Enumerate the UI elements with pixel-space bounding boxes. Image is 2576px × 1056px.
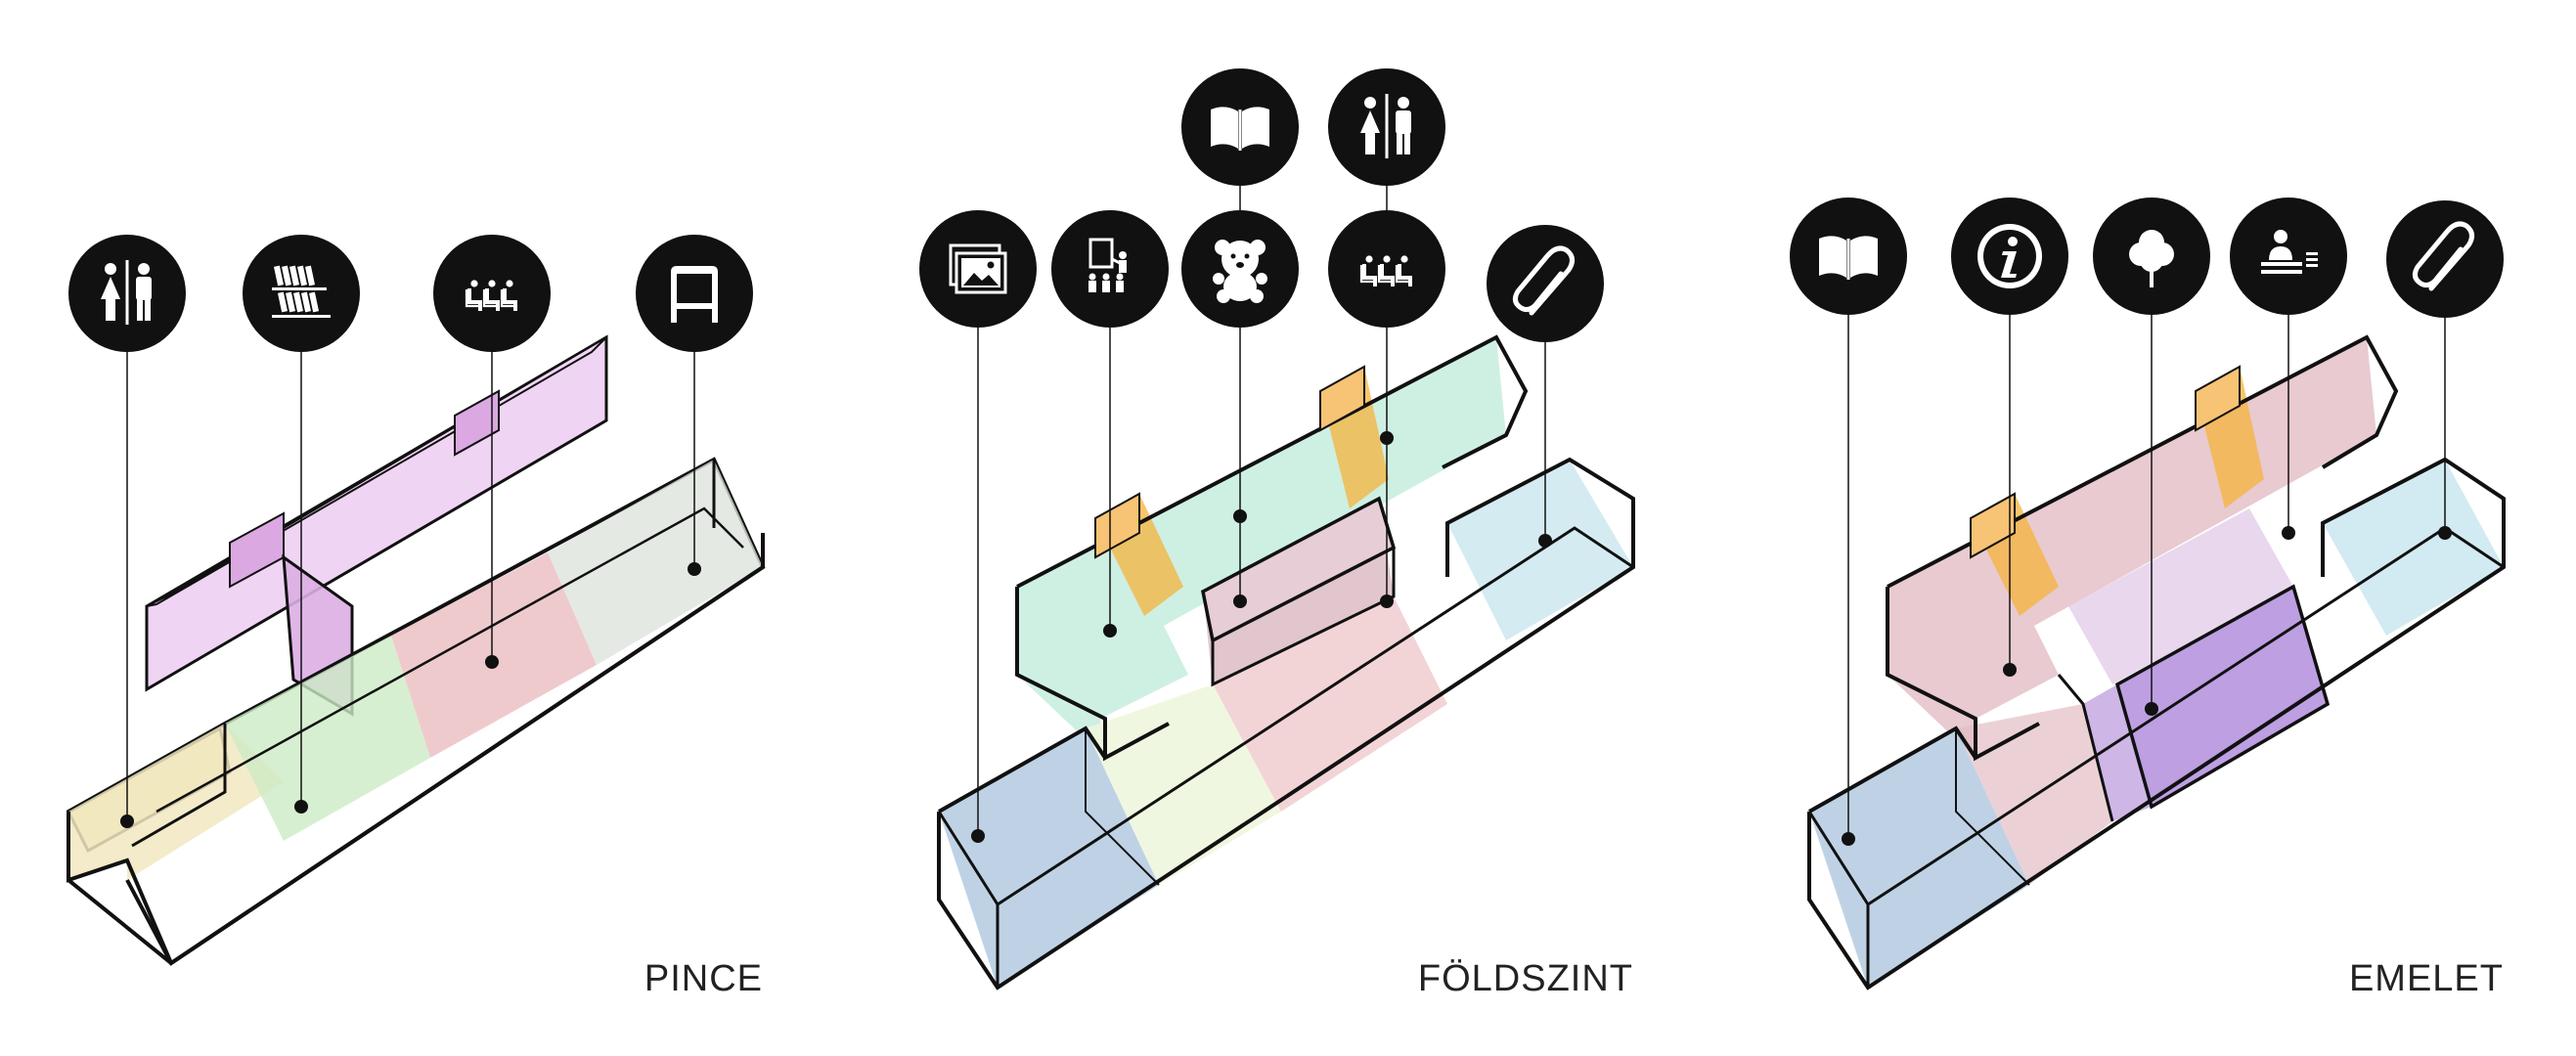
reception-desk-icon	[2230, 198, 2347, 315]
presentation-icon	[1051, 210, 1169, 328]
waiting-seats-icon	[1328, 210, 1445, 328]
level-label-pince: PINCE	[644, 958, 763, 999]
pince-main-block	[67, 457, 766, 966]
gallery-image-icon	[919, 210, 1037, 328]
open-book-icon	[1181, 68, 1299, 186]
pince-icons	[68, 235, 753, 352]
level-pince: PINCE	[67, 235, 766, 999]
pince-dots	[120, 562, 701, 828]
tree-icon	[2093, 198, 2210, 315]
foldszint-block	[937, 334, 1635, 990]
paperclip-icon	[2386, 200, 2504, 318]
waiting-seats-icon	[433, 235, 551, 352]
paperclip-icon	[1487, 225, 1604, 342]
teddy-bear-icon	[1181, 210, 1299, 328]
open-book-icon	[1790, 198, 1907, 315]
toilet-icon	[68, 235, 186, 352]
level-foldszint: FÖLDSZINT	[919, 68, 1635, 999]
emelet-icons	[1790, 198, 2504, 318]
toilet-icon	[1328, 68, 1445, 186]
bookshelf-icon	[243, 235, 360, 352]
level-label-foldszint: FÖLDSZINT	[1418, 958, 1633, 999]
level-label-emelet: EMELET	[2349, 958, 2504, 999]
locker-icon	[636, 235, 753, 352]
emelet-dots	[1842, 526, 2452, 846]
info-icon	[1951, 198, 2068, 315]
foldszint-icons	[919, 68, 1604, 342]
foldszint-dots	[971, 431, 1552, 843]
emelet-block	[1807, 334, 2506, 990]
level-emelet: EMELET	[1790, 198, 2506, 999]
